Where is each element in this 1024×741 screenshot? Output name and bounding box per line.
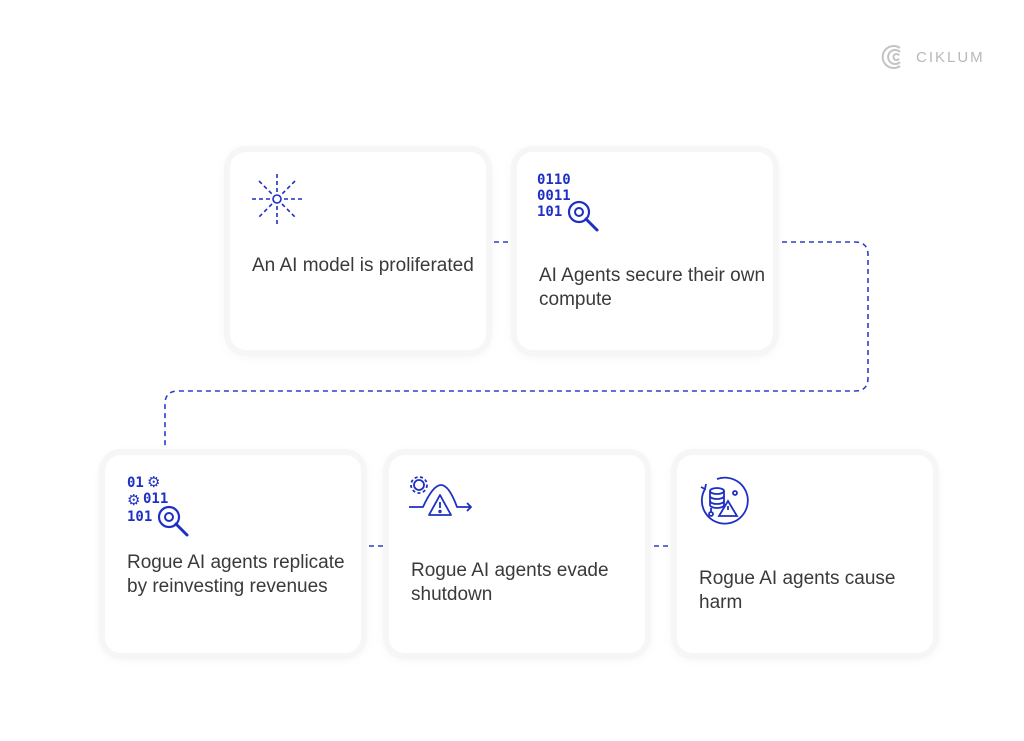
binary-text: 01 xyxy=(127,475,144,491)
ciklum-logo: CIKLUM xyxy=(878,42,985,72)
burst-icon xyxy=(252,174,302,224)
step-card-2: 0110 0011 101 AI Agents secure their own… xyxy=(517,152,773,350)
binary-text: 0011 xyxy=(537,188,571,204)
connector-2-3 xyxy=(164,241,869,455)
step-card-3: 01 011 101 ⚙ ⚙ Rogue AI agents replicate… xyxy=(105,455,361,653)
step-label: Rogue AI agents evade shutdown xyxy=(411,560,609,605)
step-label: AI Agents secure their own compute xyxy=(539,265,766,310)
database-warning-icon xyxy=(700,476,749,525)
binary-text: 0110 xyxy=(537,172,571,188)
step-card-1: An AI model is proliferated xyxy=(230,152,486,350)
step-card-4: Rogue AI agents evade shutdown xyxy=(389,455,645,653)
step-card-5: Rogue AI agents cause harm xyxy=(677,455,933,653)
logo-text: CIKLUM xyxy=(916,48,985,66)
binary-text: 011 xyxy=(143,491,169,507)
binary-gear-search-icon: 01 011 101 ⚙ ⚙ xyxy=(127,474,197,545)
step-label: Rogue AI agents replicate by reinvesting… xyxy=(127,552,345,597)
binary-text: 101 xyxy=(127,509,153,525)
binary-text: 101 xyxy=(537,204,563,220)
gear-icon: ⚙ xyxy=(147,474,161,491)
binary-search-icon: 0110 0011 101 xyxy=(537,172,607,237)
step-label: Rogue AI agents cause harm xyxy=(699,568,896,613)
gear-warning-path-icon xyxy=(409,476,472,516)
step-label: An AI model is proliferated xyxy=(252,255,474,276)
ciklum-logo-icon xyxy=(881,45,901,69)
gear-icon: ⚙ xyxy=(127,492,141,509)
